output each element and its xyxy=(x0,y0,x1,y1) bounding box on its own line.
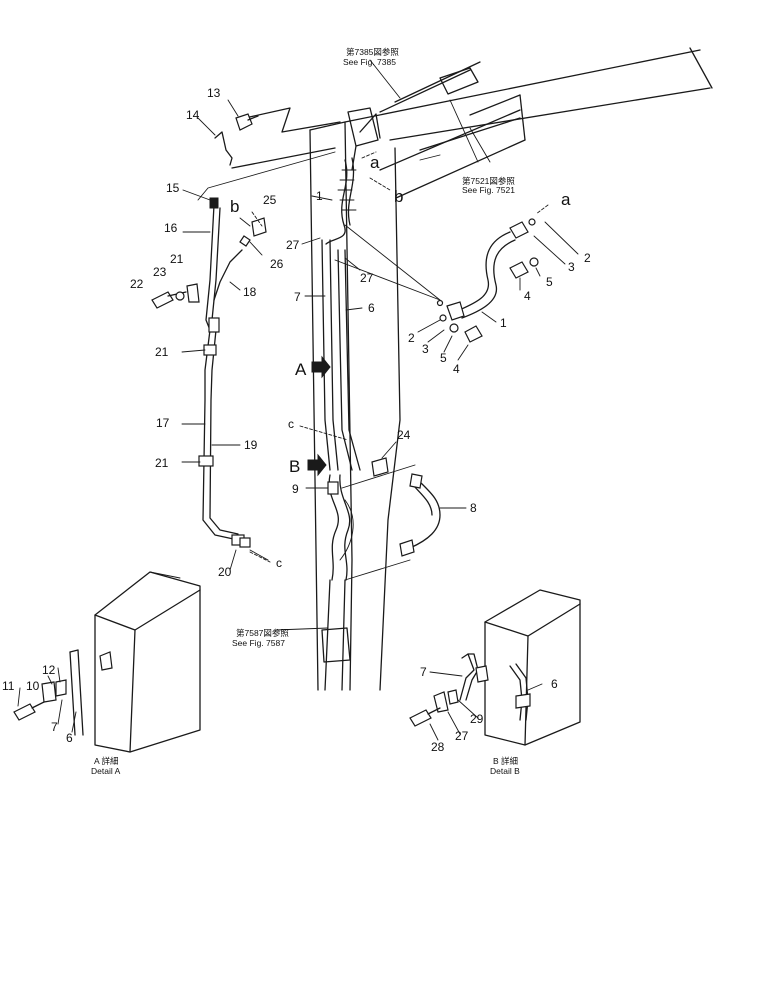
part-number-4: 4 xyxy=(453,362,460,376)
connection-letter-b: b xyxy=(394,187,403,206)
part-number-15: 15 xyxy=(166,181,180,195)
detail-a-caption-jp: A 詳細 xyxy=(94,756,119,766)
part-number-29: 29 xyxy=(470,712,484,726)
part-number-19: 19 xyxy=(244,438,258,452)
fig-7587-ref-jp: 第7587図参照 xyxy=(236,628,289,638)
part-number-21: 21 xyxy=(155,345,169,359)
connection-letter-c: c xyxy=(276,556,282,570)
part-number-22: 22 xyxy=(130,277,144,291)
part-number-7: 7 xyxy=(420,665,427,679)
part-number-4: 4 xyxy=(524,289,531,303)
right-hose-assembly xyxy=(327,218,539,557)
part-number-11: 11 xyxy=(2,679,15,693)
fig-7521-ref-en: See Fig. 7521 xyxy=(462,185,515,195)
part-number-1: 1 xyxy=(316,189,323,203)
part-number-17: 17 xyxy=(156,416,170,430)
detail-b xyxy=(409,589,581,746)
part-number-21: 21 xyxy=(170,252,184,266)
part-number-27: 27 xyxy=(286,238,300,252)
fig-7385-ref-en: See Fig. 7385 xyxy=(343,57,396,67)
detail-captions: A 詳細 Detail A B 詳細 Detail B xyxy=(91,756,520,776)
view-marker-a: A xyxy=(295,360,307,379)
part-number-23: 23 xyxy=(153,265,167,279)
part-number-25: 25 xyxy=(263,193,277,207)
part-number-27: 27 xyxy=(455,729,469,743)
part-number-3: 3 xyxy=(422,342,429,356)
view-arrow-a-icon xyxy=(311,355,331,379)
part-number-2: 2 xyxy=(408,331,415,345)
connection-letters: a a b b c c A B xyxy=(230,153,571,570)
part-labels: 1 1 2 2 3 3 4 4 5 5 6 6 6 7 7 7 8 9 10 1… xyxy=(2,86,591,754)
detail-a-caption-en: Detail A xyxy=(91,766,121,776)
arm-tubes xyxy=(321,157,361,691)
part-number-6: 6 xyxy=(66,731,73,745)
part-number-10: 10 xyxy=(26,679,40,693)
left-line-assembly xyxy=(151,113,336,548)
part-number-7: 7 xyxy=(294,290,301,304)
part-number-8: 8 xyxy=(470,501,477,515)
leader-lines xyxy=(181,59,579,631)
part-number-28: 28 xyxy=(431,740,445,754)
connection-letter-c: c xyxy=(288,417,294,431)
view-arrow-b-icon xyxy=(307,453,327,477)
fig-7521-ref-jp: 第7521図参照 xyxy=(462,176,515,186)
detail-b-caption-jp: B 詳細 xyxy=(493,756,518,766)
fig-7587-ref-en: See Fig. 7587 xyxy=(232,638,285,648)
part-number-1: 1 xyxy=(500,316,507,330)
part-number-18: 18 xyxy=(243,285,257,299)
part-number-27: 27 xyxy=(360,271,374,285)
view-arrows xyxy=(307,355,331,477)
part-number-5: 5 xyxy=(440,351,447,365)
part-number-13: 13 xyxy=(207,86,221,100)
part-number-21: 21 xyxy=(155,456,169,470)
detail-a xyxy=(13,571,201,753)
part-number-7: 7 xyxy=(51,720,58,734)
part-number-24: 24 xyxy=(397,428,411,442)
detail-b-caption-en: Detail B xyxy=(490,766,520,776)
part-number-20: 20 xyxy=(218,565,232,579)
connection-letter-b: b xyxy=(230,197,239,216)
view-marker-b: B xyxy=(289,457,300,476)
part-number-6: 6 xyxy=(551,677,558,691)
reference-notes: 第7385図参照 See Fig. 7385 第7521図参照 See Fig.… xyxy=(232,47,515,648)
connection-letter-a: a xyxy=(561,190,571,209)
fig-7385-ref-jp: 第7385図参照 xyxy=(346,47,399,57)
connection-letter-a: a xyxy=(370,153,380,172)
part-number-26: 26 xyxy=(270,257,284,271)
part-number-16: 16 xyxy=(164,221,178,235)
part-number-5: 5 xyxy=(546,275,553,289)
part-number-6: 6 xyxy=(368,301,375,315)
part-number-9: 9 xyxy=(292,482,299,496)
part-number-2: 2 xyxy=(584,251,591,265)
part-number-3: 3 xyxy=(568,260,575,274)
part-number-14: 14 xyxy=(186,108,200,122)
part-number-12: 12 xyxy=(42,663,56,677)
